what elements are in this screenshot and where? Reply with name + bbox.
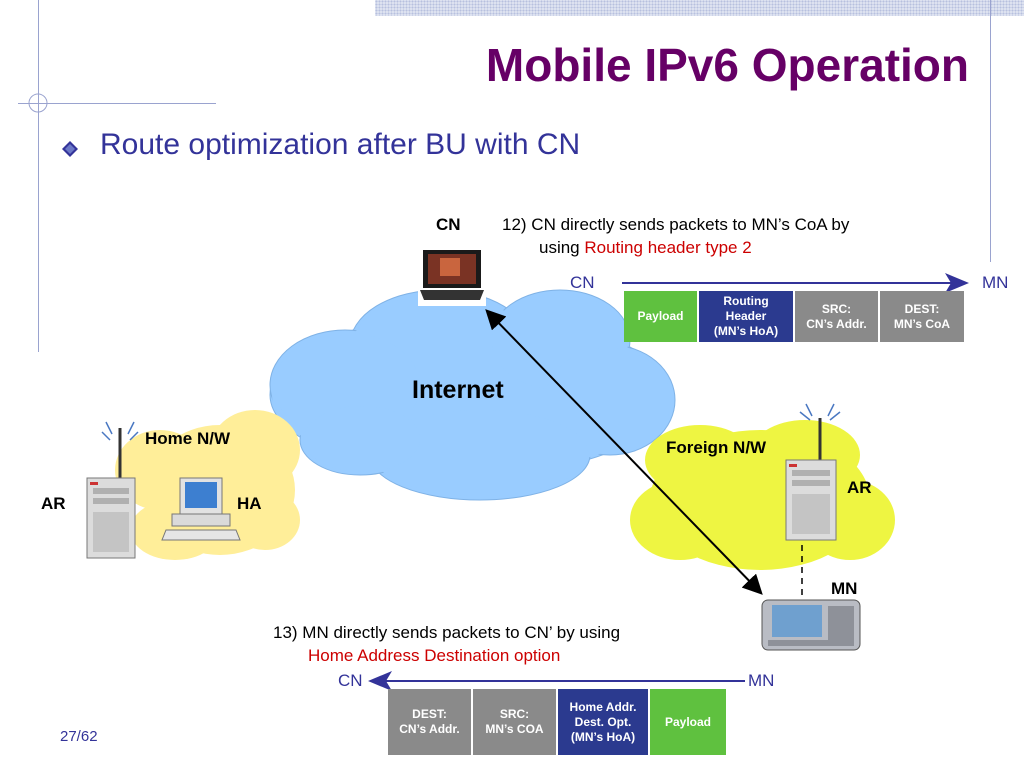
mn-label: MN	[831, 579, 858, 598]
packet-field: Home Addr. Dest. Opt. (MN’s HoA)	[558, 689, 650, 755]
step13-highlight: Home Address Destination option	[308, 646, 561, 665]
packet-field: SRC: CN’s Addr.	[795, 291, 880, 342]
step12-line2: using Routing header type 2	[502, 236, 849, 259]
field-text: DEST: CN’s Addr.	[399, 707, 460, 736]
frame-line-top	[18, 103, 216, 104]
cn-label: CN	[436, 215, 461, 234]
foreign-network-label: Foreign N/W	[666, 438, 767, 457]
foreign-ar-label: AR	[847, 478, 872, 497]
home-ar-label: AR	[41, 494, 66, 513]
packet-field: Routing Header (MN’s HoA)	[699, 291, 795, 342]
diamond-bullet-icon	[62, 141, 78, 157]
foreign-router-icon	[785, 403, 841, 541]
page-number: 27/62	[60, 728, 98, 745]
packet-field: DEST: MN’s CoA	[880, 291, 964, 342]
step12-to-label: MN	[982, 273, 1009, 292]
mn-handheld-icon	[761, 599, 861, 651]
step13-from-label: MN	[748, 671, 775, 690]
packet-field: SRC: MN’s COA	[473, 689, 558, 755]
step12-prefix: using	[539, 238, 585, 257]
field-text: SRC: CN’s Addr.	[806, 301, 867, 331]
field-text: SRC: MN’s COA	[485, 707, 544, 736]
step12-from-label: CN	[570, 273, 595, 292]
step13-to-label: CN	[338, 671, 363, 690]
frame-line-left	[38, 0, 39, 352]
frame-circle-ornament	[28, 93, 48, 113]
packet-field: Payload	[650, 689, 726, 755]
frame-line-right	[990, 0, 991, 262]
direct-route-arrow	[485, 309, 763, 595]
field-text: Home Addr. Dest. Opt. (MN’s HoA)	[569, 699, 637, 744]
cn-laptop-icon	[418, 242, 486, 306]
step13-packet: DEST: CN’s Addr. SRC: MN’s COA Home Addr…	[388, 689, 726, 755]
step12-note: 12) CN directly sends packets to MN’s Co…	[502, 213, 849, 259]
field-text: Routing Header (MN’s HoA)	[713, 294, 779, 338]
step13-note: 13) MN directly sends packets to CN’ by …	[273, 621, 620, 667]
internet-label: Internet	[412, 376, 504, 404]
home-router-icon	[86, 421, 139, 559]
slide-title: Mobile IPv6 Operation	[485, 39, 969, 91]
ha-label: HA	[237, 494, 262, 513]
packet-field: Payload	[624, 291, 699, 342]
packet-field: DEST: CN’s Addr.	[388, 689, 473, 755]
field-text: DEST: MN’s CoA	[893, 301, 951, 331]
header-pattern	[375, 0, 1024, 16]
step12-packet: Payload Routing Header (MN’s HoA) SRC: C…	[624, 291, 964, 342]
step12-highlight: Routing header type 2	[584, 238, 752, 257]
step13-line1: 13) MN directly sends packets to CN’ by …	[273, 623, 621, 642]
bullet-text: Route optimization after BU with CN	[100, 128, 581, 161]
step12-line1: 12) CN directly sends packets to MN’s Co…	[502, 215, 850, 234]
home-network-label: Home N/W	[145, 429, 230, 448]
home-agent-computer-icon	[161, 477, 241, 541]
